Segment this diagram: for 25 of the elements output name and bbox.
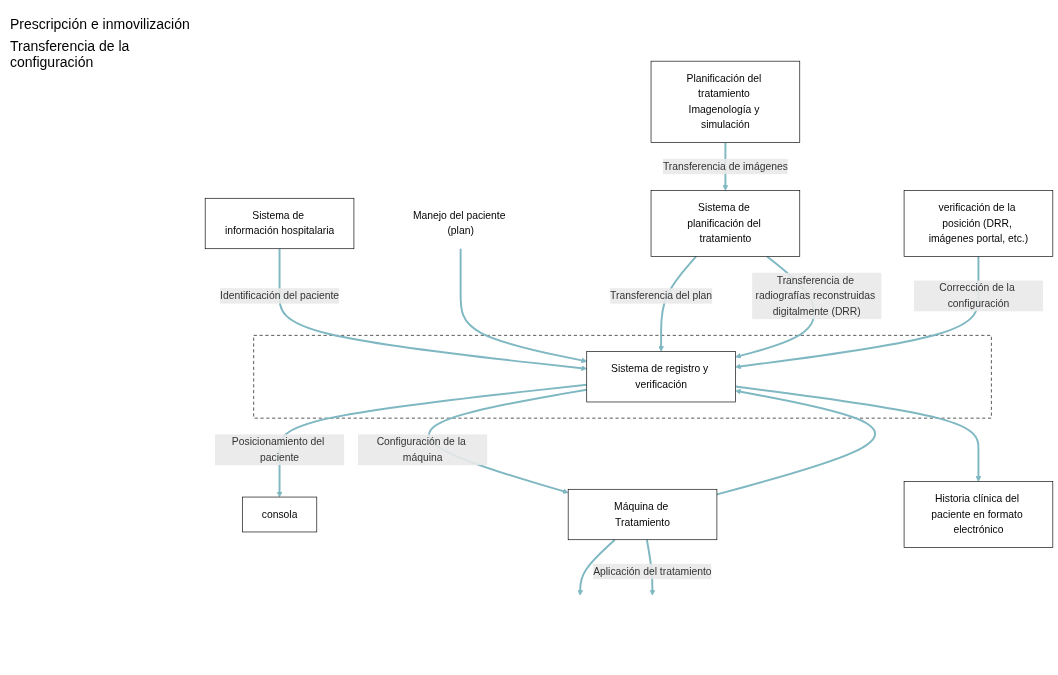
node-text: Manejo del paciente (plan) xyxy=(412,209,506,236)
node-box: Máquina de Tratamiento xyxy=(567,488,718,540)
node-box: Historia clínica del paciente en formato electrónico xyxy=(903,480,1054,548)
arrow xyxy=(577,538,616,596)
edge-label: Corrección de la configuración xyxy=(939,281,1015,309)
node-box: Sistema de planificación del tratamiento xyxy=(650,189,801,257)
edge-label: Transferencia de imágenes xyxy=(662,160,788,172)
edge-label: Transferencia del plan xyxy=(610,289,713,301)
edge-label: Transferencia de radiografías reconstruidas digitalmente (DRR) xyxy=(755,274,876,317)
note-label: Transferencia de la configuración xyxy=(10,38,131,70)
edge-label: Configuración de la máquina xyxy=(376,435,466,463)
arrow xyxy=(715,388,876,495)
node-box: consola xyxy=(242,496,318,532)
edge-label: Identificación del paciente xyxy=(220,289,340,301)
node-box: verificación de la posición (DRR, imágenes portal, etc.) xyxy=(903,189,1054,257)
cluster xyxy=(253,334,992,418)
arrow xyxy=(278,247,587,371)
node-box: Sistema de registro y verificación xyxy=(586,350,736,402)
note-label: Prescripción e inmovilización xyxy=(10,16,190,32)
edge-label: Posicionamiento del paciente xyxy=(231,435,325,463)
edge-label: Aplicación del tratamiento xyxy=(593,565,712,577)
arrow xyxy=(734,385,982,482)
node-box: Planificación del tratamiento Imagenología y simulación xyxy=(650,60,801,143)
node-box: Sistema de información hospitalaria xyxy=(204,197,355,249)
arrow xyxy=(459,247,587,363)
